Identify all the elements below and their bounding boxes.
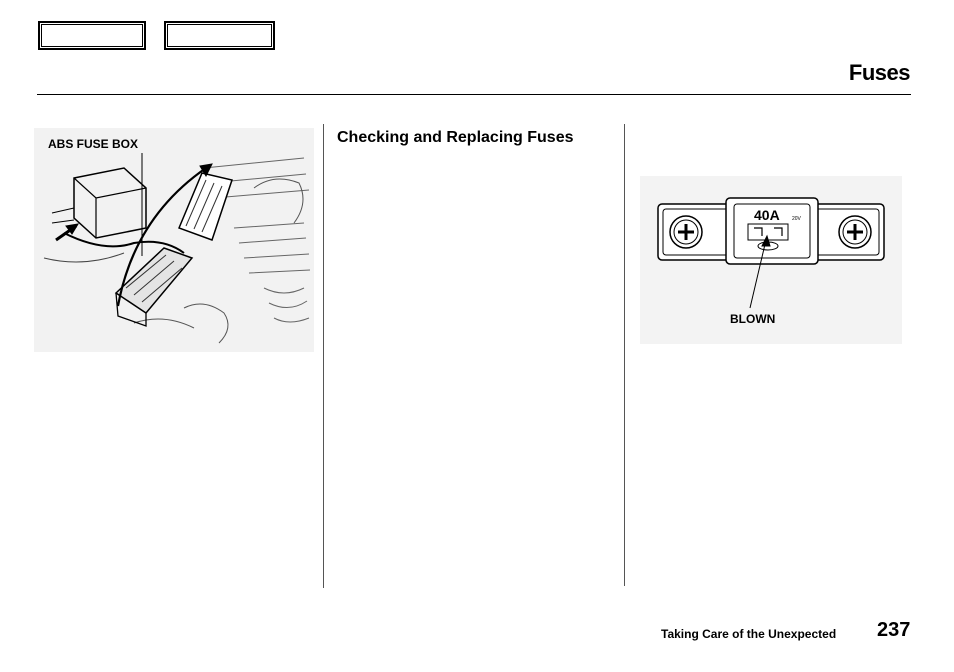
column-divider-left (323, 124, 324, 588)
abs-fuse-box-illustration (34, 128, 314, 352)
footer-section-name: Taking Care of the Unexpected (661, 627, 837, 641)
fuse-sub-text: 20V (792, 216, 802, 222)
page-title: Fuses (848, 60, 911, 85)
abs-fuse-box-label: ABS FUSE BOX (48, 137, 139, 151)
blown-fuse-illustration: 40A 20V (640, 176, 902, 344)
blown-label: BLOWN (730, 312, 776, 326)
column-divider-right (624, 124, 625, 586)
section-heading: Checking and Replacing Fuses (337, 129, 574, 146)
nav-previous-button[interactable] (38, 21, 146, 50)
header-divider (37, 94, 911, 95)
page-number: 237 (877, 619, 911, 641)
fuse-rating-text: 40A (754, 207, 780, 223)
nav-next-button[interactable] (164, 21, 275, 50)
